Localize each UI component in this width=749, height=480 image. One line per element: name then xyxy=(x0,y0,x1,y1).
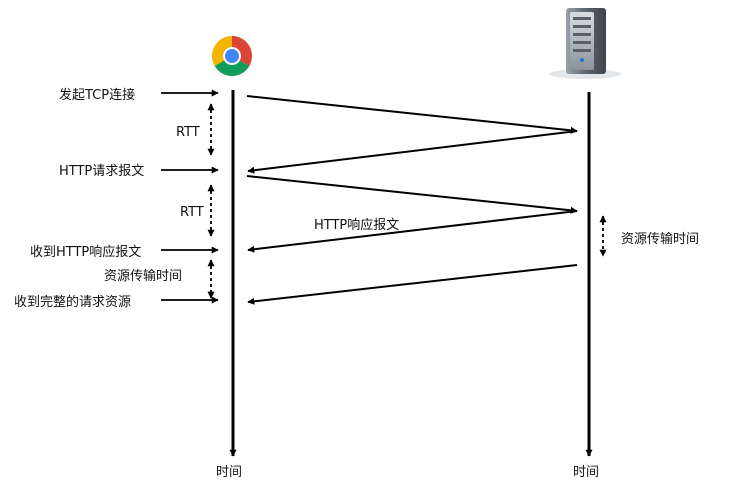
label-rtt-1: RTT xyxy=(176,125,200,140)
message-tcp-syn xyxy=(246,95,578,134)
chrome-browser-icon xyxy=(212,36,252,76)
label-full-resource-received: 收到完整的请求资源 xyxy=(14,294,131,310)
label-http-response-received: 收到HTTP响应报文 xyxy=(30,244,141,260)
label-tcp-connect: 发起TCP连接 xyxy=(59,87,135,103)
label-server-transfer-time: 资源传输时间 xyxy=(621,231,699,247)
http-response-message-label: HTTP响应报文 xyxy=(314,217,399,233)
message-http-response-start xyxy=(247,210,578,253)
message-resource-end xyxy=(247,264,578,305)
server-tower-icon xyxy=(549,8,621,79)
client-time-label: 时间 xyxy=(216,465,242,480)
server-time-label: 时间 xyxy=(573,465,599,480)
label-client-transfer-time: 资源传输时间 xyxy=(104,268,182,284)
label-rtt-2: RTT xyxy=(180,205,204,220)
message-tcp-ack xyxy=(247,130,578,174)
label-http-request: HTTP请求报文 xyxy=(59,164,144,179)
message-http-request xyxy=(246,175,578,214)
